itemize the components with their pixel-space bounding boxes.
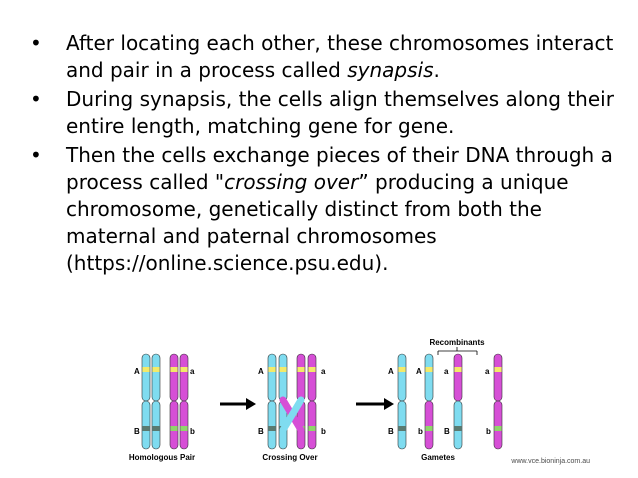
gene-band <box>180 426 188 431</box>
crossover-junction <box>279 396 305 434</box>
allele-label: a <box>485 367 490 376</box>
crossing-over-diagram: Recombinants A a B b A a B b A A a a B b… <box>118 338 598 468</box>
gene-band <box>279 367 287 372</box>
gene-band <box>308 426 316 431</box>
gene-band <box>152 426 160 431</box>
allele-label: B <box>134 427 140 436</box>
gene-band <box>425 426 433 431</box>
allele-label: b <box>486 427 491 436</box>
recombinants-bracket <box>437 347 478 355</box>
bullet-text-post: ” producing a unique chromosome, genetic… <box>66 170 569 275</box>
gene-band <box>398 367 406 372</box>
chromatid-paternal <box>179 353 189 450</box>
gene-band <box>297 367 305 372</box>
allele-label: b <box>418 427 423 436</box>
gamete-recombinant <box>453 353 463 450</box>
chromatid-maternal <box>151 353 161 450</box>
gene-band <box>308 367 316 372</box>
gene-band <box>425 367 433 372</box>
allele-label: B <box>388 427 394 436</box>
gene-band <box>454 367 462 372</box>
gene-band <box>142 426 150 431</box>
arrow-2 <box>356 398 394 410</box>
bullet-dot: • <box>30 31 42 55</box>
bullet-text-post: . <box>433 58 440 82</box>
panel-label-gametes: Gametes <box>421 453 455 462</box>
diagram-svg: Recombinants A a B b A a B b A A a a B b… <box>129 338 590 465</box>
image-credit: www.vce.bioninja.com.au <box>510 458 590 465</box>
gene-band <box>398 426 406 431</box>
bullet-text-emphasis: synapsis <box>347 58 434 82</box>
gamete-maternal <box>397 353 407 450</box>
gene-band <box>170 426 178 431</box>
bullet-text-emphasis: crossing over <box>224 170 359 194</box>
allele-label: A <box>388 367 394 376</box>
chromatid-paternal <box>307 353 317 450</box>
bullet-item-synapsis: • After locating each other, these chrom… <box>30 30 620 84</box>
chromatid-maternal <box>141 353 151 450</box>
bullet-item-crossing-over: • Then the cells exchange pieces of thei… <box>30 142 620 277</box>
allele-label: a <box>190 367 195 376</box>
bullet-text: During synapsis, the cells align themsel… <box>66 87 614 138</box>
gene-band <box>494 426 502 431</box>
allele-label: B <box>444 427 450 436</box>
gene-band <box>142 367 150 372</box>
gene-band <box>494 367 502 372</box>
bullet-text: Then the cells exchange pieces of their … <box>66 143 613 275</box>
gene-band <box>180 367 188 372</box>
chromatid-paternal <box>169 353 179 450</box>
panel-label-homologous-pair: Homologous Pair <box>129 453 195 462</box>
chromosome-layer <box>141 353 503 450</box>
bullet-text-pre: Then the cells exchange pieces of their … <box>66 143 613 194</box>
gene-band <box>170 367 178 372</box>
gene-band <box>454 426 462 431</box>
gamete-recombinant <box>424 353 434 450</box>
chromatid-maternal <box>267 353 277 450</box>
bullet-dot: • <box>30 87 42 111</box>
recombinants-label: Recombinants <box>429 338 485 347</box>
bullet-list: • After locating each other, these chrom… <box>30 30 620 279</box>
bullet-item-alignment: • During synapsis, the cells align thems… <box>30 86 620 140</box>
arrow-1 <box>220 398 256 410</box>
allele-label: B <box>258 427 264 436</box>
allele-label: a <box>444 367 449 376</box>
bullet-text-pre: After locating each other, these chromos… <box>66 31 614 82</box>
allele-label: a <box>321 367 326 376</box>
bullet-text-pre: During synapsis, the cells align themsel… <box>66 87 614 138</box>
allele-label: A <box>258 367 264 376</box>
allele-label: A <box>416 367 422 376</box>
allele-label: b <box>190 427 195 436</box>
bullet-text: After locating each other, these chromos… <box>66 31 613 82</box>
bullet-dot: • <box>30 143 42 167</box>
allele-label: A <box>134 367 140 376</box>
gene-band <box>152 367 160 372</box>
gamete-paternal <box>493 353 503 450</box>
gene-band <box>268 367 276 372</box>
gene-band <box>268 426 276 431</box>
panel-label-crossing-over: Crossing Over <box>262 453 317 462</box>
allele-label: b <box>321 427 326 436</box>
